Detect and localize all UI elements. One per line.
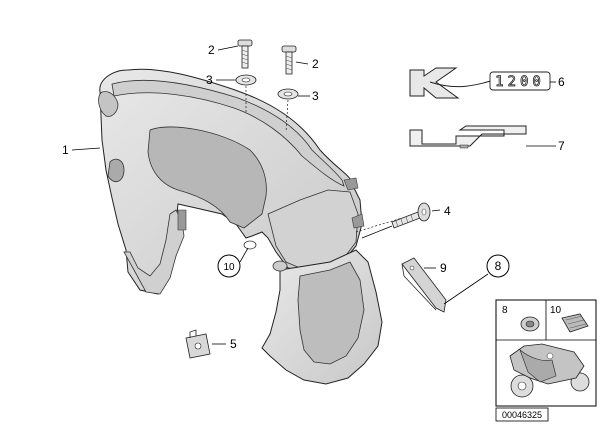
diagram-code: 00046325 (502, 410, 542, 420)
bracket (401, 257, 447, 313)
inset-label-10: 10 (550, 305, 562, 316)
rubber-pad-icon (561, 313, 589, 333)
screw-left (237, 39, 253, 69)
screw-right (281, 45, 297, 75)
washer-left (235, 74, 257, 86)
callout-2-left: 2 (208, 43, 215, 57)
diagram-code-box: 00046325 (495, 407, 549, 422)
callout-4: 4 (444, 204, 451, 218)
callout-9: 9 (440, 261, 447, 275)
assembly-lines (245, 86, 403, 233)
callout-8-circle: 8 (486, 254, 510, 278)
callout-5: 5 (230, 337, 237, 351)
callout-3-left: 3 (206, 73, 213, 87)
k1200-emblem: 1200 (409, 67, 551, 99)
callout-1: 1 (62, 143, 69, 157)
bolt-with-washer (391, 202, 431, 229)
inset-panel: 8 10 (495, 299, 597, 407)
k1200-emblem-text: 1200 (495, 74, 545, 90)
leader-lines (71, 45, 556, 345)
callout-6: 6 (558, 75, 565, 89)
inset-label-8: 8 (502, 305, 508, 316)
grommet-icon (520, 316, 540, 332)
fairing-inner-panel (98, 68, 383, 385)
clip-nut (185, 329, 211, 359)
callout-10-circle: 10 (217, 254, 241, 278)
motorcycle-icon (509, 343, 590, 398)
callout-3-right: 3 (312, 89, 319, 103)
lt-emblem (409, 125, 527, 149)
callout-2-right: 2 (312, 57, 319, 71)
washer-right (277, 88, 299, 100)
callout-10: 10 (223, 262, 235, 273)
callout-7: 7 (558, 139, 565, 153)
callout-8: 8 (495, 259, 502, 273)
